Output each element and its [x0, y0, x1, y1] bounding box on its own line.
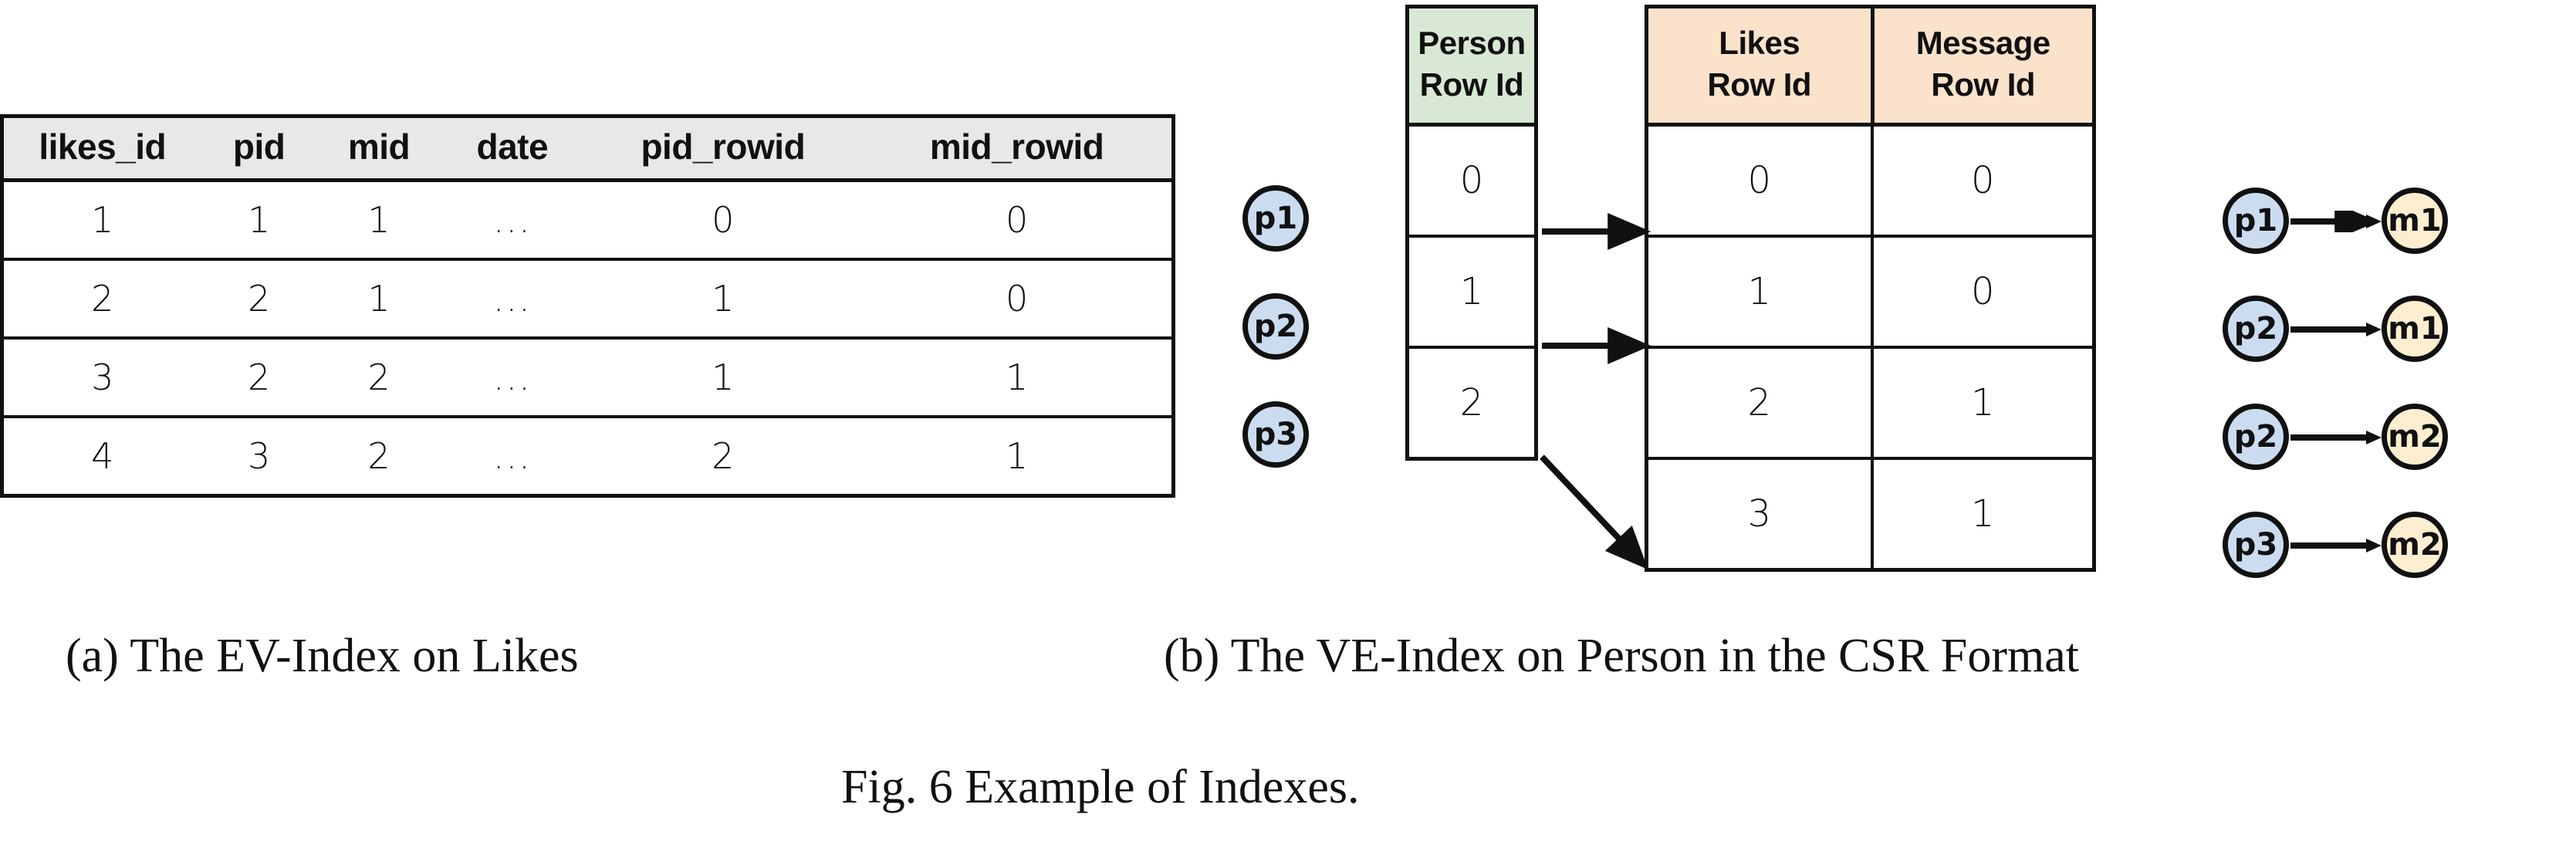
edge-target-label: m1 — [2388, 203, 2442, 238]
message-row-id-cell: 1 — [1870, 459, 2092, 568]
cell-date: ... — [441, 180, 584, 261]
ev-index-grid: likes_id pid mid date pid_rowid mid_rowi… — [4, 118, 1171, 494]
edge-target-label: m1 — [2388, 311, 2442, 346]
column-header-date: date — [441, 118, 584, 182]
edge-source-node: p3 — [2223, 512, 2289, 578]
edge-target-node: m1 — [2382, 188, 2448, 254]
edge-source-node: p1 — [2223, 188, 2289, 254]
edge-arrow-icon — [2290, 539, 2382, 553]
cell-date: ... — [441, 417, 584, 494]
edge-target-label: m2 — [2388, 419, 2442, 455]
message-row-id-cell: 0 — [1870, 237, 2092, 346]
person-node-p3: p3 — [1242, 401, 1309, 468]
likes-header-line2: Row Id — [1707, 66, 1812, 103]
edge-arrow-icon — [2290, 323, 2382, 336]
person-node-label: p2 — [1253, 309, 1298, 344]
cell-pid-rowid: 1 — [583, 338, 863, 418]
cell-mid: 1 — [316, 180, 441, 261]
cell-pid: 3 — [201, 417, 317, 494]
cell-likes-id: 3 — [4, 338, 201, 418]
subcaption-b: (b) The VE-Index on Person in the CSR Fo… — [1164, 630, 2079, 682]
cell-pid: 1 — [201, 180, 317, 261]
person-row-id-cell: 1 — [1409, 237, 1534, 349]
person-node-p1: p1 — [1242, 185, 1309, 252]
csr-header-row: Likes Row Id Message Row Id — [1648, 8, 2092, 127]
cell-mid-rowid: 0 — [862, 259, 1171, 340]
csr-adjacency-table: Likes Row Id Message Row Id 0 0 1 0 2 1 … — [1645, 5, 2096, 572]
cell-date: ... — [441, 338, 584, 418]
person-node-p2: p2 — [1242, 293, 1309, 360]
cell-mid: 2 — [316, 338, 441, 418]
edge-target-label: m2 — [2388, 527, 2442, 563]
cell-likes-id: 2 — [4, 259, 201, 340]
column-header-mid: mid — [316, 118, 441, 182]
message-row-id-cell: 0 — [1870, 126, 2092, 235]
cell-mid-rowid: 1 — [862, 417, 1171, 494]
likes-header-line1: Likes — [1719, 25, 1800, 61]
edge-source-label: p1 — [2233, 203, 2278, 238]
edge-source-label: p2 — [2233, 311, 2278, 346]
edge-source-label: p3 — [2233, 527, 2278, 563]
edge-target-node: m2 — [2382, 404, 2448, 470]
cell-pid: 2 — [201, 338, 317, 418]
cell-mid-rowid: 1 — [862, 338, 1171, 418]
cell-pid-rowid: 2 — [583, 417, 863, 494]
person-node-label: p1 — [1253, 201, 1298, 236]
likes-row-id-cell: 0 — [1648, 126, 1871, 235]
likes-row-id-cell: 3 — [1648, 459, 1871, 568]
person-node-label: p3 — [1253, 417, 1298, 452]
figure-caption: Fig. 6 Example of Indexes. — [841, 761, 1360, 813]
edge-source-label: p2 — [2233, 419, 2278, 455]
subcaption-a: (a) The EV-Index on Likes — [66, 630, 579, 682]
person-header-line2: Row Id — [1419, 66, 1524, 103]
likes-row-id-header: Likes Row Id — [1648, 8, 1871, 123]
table-row: 4 3 2 ... 2 1 — [4, 417, 1171, 494]
table-row: 2 1 — [1648, 348, 2092, 460]
cell-pid-rowid: 0 — [583, 180, 863, 261]
edge-source-node: p2 — [2223, 404, 2289, 470]
edge-target-node: m2 — [2382, 512, 2448, 578]
edge-arrow-icon — [2290, 211, 2382, 232]
message-header-line2: Row Id — [1931, 66, 2036, 103]
ev-index-table: likes_id pid mid date pid_rowid mid_rowi… — [0, 114, 1175, 498]
table-row: 2 2 1 ... 1 0 — [4, 259, 1171, 340]
arrow-p2-to-likes3 — [1540, 455, 1648, 570]
person-row-id-table: Person Row Id 0 1 2 — [1405, 5, 1538, 461]
cell-likes-id: 1 — [4, 180, 201, 261]
table-row: 0 0 — [1648, 126, 2092, 238]
person-header-line1: Person — [1418, 25, 1526, 61]
cell-mid: 1 — [316, 259, 441, 340]
edge-arrow-icon — [2290, 431, 2382, 444]
column-header-pid-rowid: pid_rowid — [583, 118, 863, 182]
cell-likes-id: 4 — [4, 417, 201, 494]
column-header-likes-id: likes_id — [4, 118, 201, 182]
column-header-pid: pid — [201, 118, 317, 182]
likes-row-id-cell: 2 — [1648, 348, 1871, 457]
cell-mid-rowid: 0 — [862, 180, 1171, 261]
cell-date: ... — [441, 259, 584, 340]
ve-index-diagram: p1 p2 p3 Person Row Id 0 1 2 Likes Row I… — [1219, 0, 2576, 610]
cell-pid: 2 — [201, 259, 317, 340]
table-row: 3 2 2 ... 1 1 — [4, 338, 1171, 418]
edge-target-node: m1 — [2382, 296, 2448, 362]
table-row: 1 1 1 ... 0 0 — [4, 180, 1171, 261]
table-header-row: likes_id pid mid date pid_rowid mid_rowi… — [4, 118, 1171, 182]
cell-mid: 2 — [316, 417, 441, 494]
likes-row-id-cell: 1 — [1648, 237, 1871, 346]
person-row-id-cell: 2 — [1409, 348, 1534, 457]
table-row: 1 0 — [1648, 237, 2092, 349]
cell-pid-rowid: 1 — [583, 259, 863, 340]
person-row-id-header: Person Row Id — [1409, 8, 1534, 127]
person-row-id-cell: 0 — [1409, 126, 1534, 238]
message-row-id-header: Message Row Id — [1870, 8, 2092, 123]
table-row: 3 1 — [1648, 459, 2092, 568]
message-row-id-cell: 1 — [1870, 348, 2092, 457]
column-header-mid-rowid: mid_rowid — [862, 118, 1171, 182]
message-header-line1: Message — [1915, 25, 2050, 61]
edge-source-node: p2 — [2223, 296, 2289, 362]
